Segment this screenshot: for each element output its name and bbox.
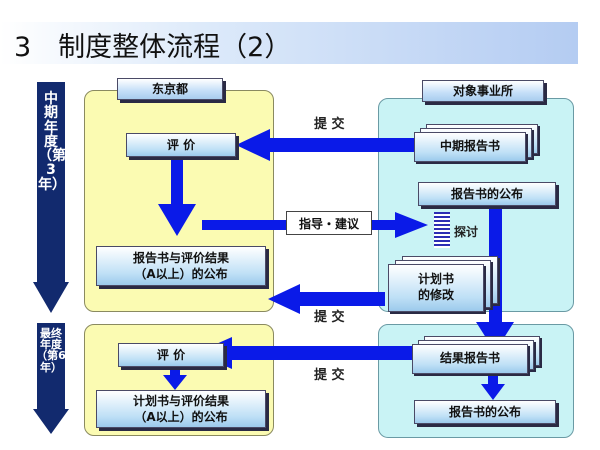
- report-eval-publish-box: 报告书与评价结果 （A以上）的公布: [96, 246, 266, 286]
- phase-arrow-final: [33, 323, 69, 434]
- report-publish-mid-label: 报告书的公布: [450, 186, 523, 201]
- result-report-label: 结果报告书: [439, 351, 500, 366]
- actor-tokyo: 东京都: [117, 78, 223, 100]
- mid-report-stack: 中期报告书: [414, 124, 538, 162]
- submit-label-1: 提 交: [314, 117, 345, 132]
- submit-label-3: 提 交: [314, 368, 345, 383]
- actor-target: 对象事业所: [422, 80, 544, 102]
- plan-eval-publish-box: 计划书与评价结果 （A以上）的公布: [96, 390, 266, 428]
- report-eval-publish-label: 报告书与评价结果 （A以上）的公布: [132, 250, 229, 281]
- phase-label-mid: 中期年度（第3年）: [38, 91, 66, 193]
- discuss-label: 探讨: [454, 225, 479, 239]
- actor-target-label: 对象事业所: [452, 83, 513, 98]
- plan-revision-label: 计划书 的修改: [417, 272, 454, 302]
- evaluate-mid-box: 评 价: [126, 133, 236, 157]
- mid-report-label: 中期报告书: [439, 139, 500, 154]
- phase-arrow-mid: [33, 82, 69, 313]
- guidance-text: 指导・建议: [298, 216, 359, 231]
- report-publish-mid-box: 报告书的公布: [418, 182, 556, 206]
- submit-label-2: 提 交: [314, 310, 345, 325]
- report-publish-final-label: 报告书的公布: [448, 404, 521, 419]
- report-publish-final-box: 报告书的公布: [414, 400, 556, 424]
- phase-label-final: 最终年度（第6年）: [36, 327, 66, 374]
- evaluate-final-box: 评 价: [118, 343, 224, 367]
- guidance-label: 指导・建议: [286, 211, 372, 235]
- title-bar: 3 制度整体流程（2）: [0, 22, 578, 64]
- result-report-stack: 结果报告书: [412, 336, 542, 376]
- evaluate-mid-label: 评 价: [166, 137, 196, 152]
- discuss-hatch: [434, 212, 450, 248]
- plan-revision-stack: 计划书 的修改: [388, 256, 498, 312]
- evaluate-final-label: 评 价: [156, 347, 186, 362]
- plan-eval-publish-label: 计划书与评价结果 （A以上）的公布: [132, 393, 229, 424]
- actor-tokyo-label: 东京都: [151, 81, 188, 96]
- page-title: 3 制度整体流程（2）: [14, 32, 292, 63]
